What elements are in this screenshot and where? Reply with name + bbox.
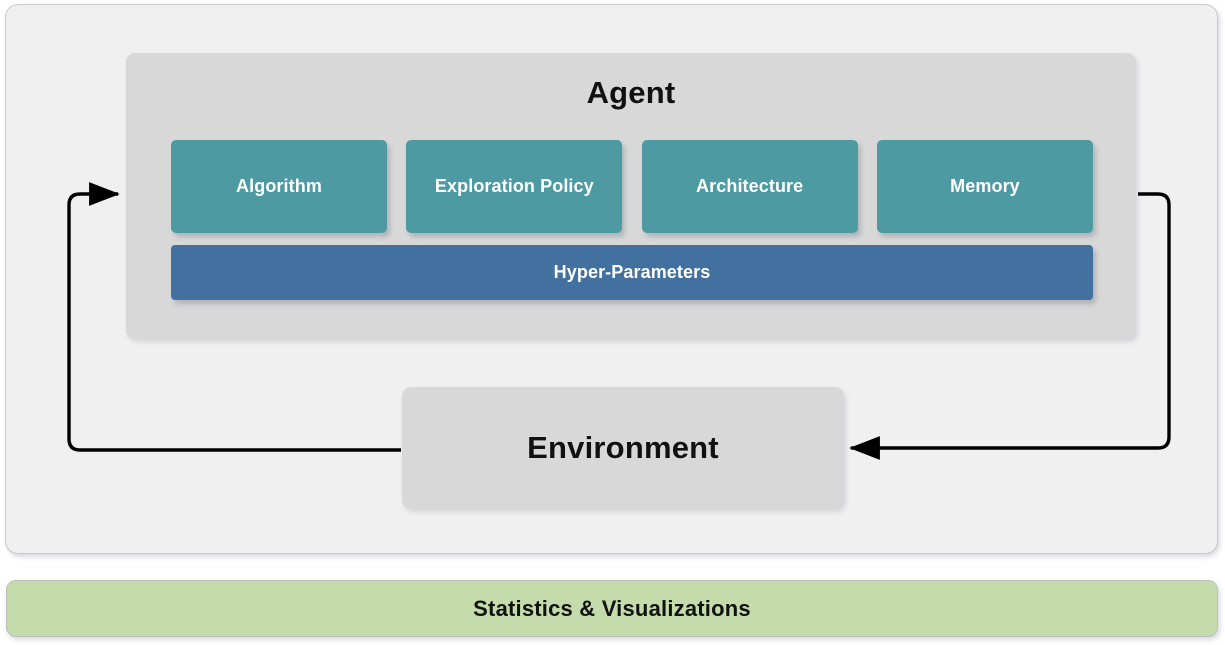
component-exploration-policy[interactable]: Exploration Policy bbox=[406, 140, 623, 233]
component-memory-label: Memory bbox=[950, 176, 1020, 196]
component-exploration-policy-label: Exploration Policy bbox=[434, 176, 594, 196]
component-memory[interactable]: Memory bbox=[876, 140, 1093, 233]
environment-label: Environment bbox=[527, 430, 719, 465]
agent-component-row: Algorithm Exploration Policy Architectur… bbox=[171, 140, 1093, 233]
environment-container[interactable]: Environment bbox=[402, 387, 844, 509]
statistics-visualizations-bar[interactable]: Statistics & Visualizations bbox=[6, 580, 1218, 637]
framework-panel: Agent Algorithm Exploration Policy Archi… bbox=[5, 4, 1218, 554]
agent-container[interactable]: Agent Algorithm Exploration Policy Archi… bbox=[126, 53, 1136, 339]
component-architecture-label: Architecture bbox=[696, 176, 804, 196]
hyper-parameters-label: Hyper-Parameters bbox=[553, 262, 711, 282]
component-algorithm[interactable]: Algorithm bbox=[171, 140, 387, 233]
agent-title: Agent bbox=[586, 75, 676, 110]
component-architecture[interactable]: Architecture bbox=[641, 140, 858, 233]
component-algorithm-label: Algorithm bbox=[236, 176, 322, 196]
statistics-visualizations-label: Statistics & Visualizations bbox=[473, 595, 751, 621]
hyper-parameters-bar[interactable]: Hyper-Parameters bbox=[171, 245, 1093, 300]
